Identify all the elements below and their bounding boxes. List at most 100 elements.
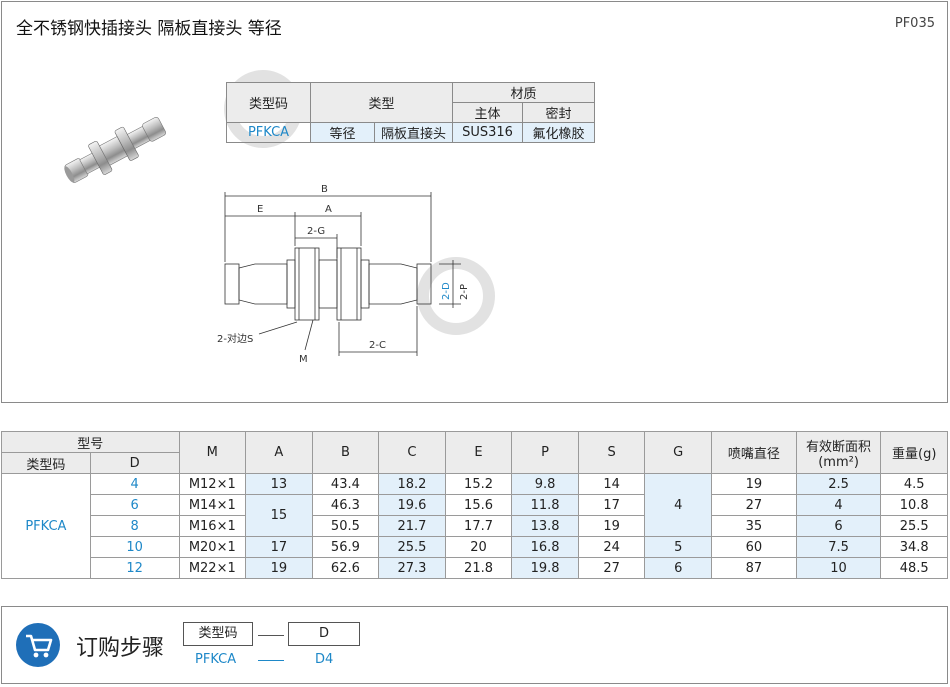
header-model: 型号	[1, 431, 180, 453]
header-area-unit: (mm²)	[818, 454, 859, 470]
spec-data-table: 型号 M A B C E P S G 喷嘴直径 有效断面积 (mm²) 重量(g…	[1, 431, 948, 579]
cell-nozzle: 60	[711, 536, 797, 558]
product-code: PF035	[894, 16, 935, 31]
dimension-drawing: B E A 2-G 2-C 2-对边S M 2-D 2-P	[217, 184, 470, 365]
cell-A: 15	[245, 494, 313, 537]
cell-area: 6	[795, 515, 882, 537]
cell-S: 17	[577, 494, 646, 516]
order-panel: 订购步骤 类型码 D PFKCA D4	[1, 606, 948, 684]
spec-header-body: 主体	[452, 102, 523, 123]
spec-header-typecode: 类型码	[226, 82, 311, 123]
header-S: S	[577, 431, 646, 474]
cell-C: 27.3	[378, 557, 446, 579]
cell-S: 19	[577, 515, 646, 537]
cell-A: 13	[245, 473, 313, 495]
cell-D: 6	[89, 494, 180, 516]
product-panel: 全不锈钢快插接头 隔板直接头 等径 PF035 类型码	[1, 1, 948, 403]
cell-area: 10	[795, 557, 882, 579]
cell-weight: 4.5	[880, 473, 948, 495]
order-box-D: D	[288, 622, 360, 646]
cell-P: 19.8	[511, 557, 579, 579]
spec-type2: 隔板直接头	[374, 122, 453, 143]
dim-B: B	[321, 184, 328, 195]
cell-C: 21.7	[378, 515, 446, 537]
dim-E: E	[257, 204, 263, 215]
header-G: G	[644, 431, 712, 474]
cell-P: 16.8	[511, 536, 579, 558]
cell-weight: 10.8	[880, 494, 948, 516]
spec-seal: 氟化橡胶	[522, 122, 595, 143]
cell-B: 46.3	[311, 494, 380, 516]
spec-type1: 等径	[310, 122, 375, 143]
cell-B: 50.5	[311, 515, 380, 537]
order-value-D: D4	[315, 652, 334, 667]
table-row: 8 M16×1 50.5 21.7 17.7 13.8 19 35 6 25.5	[2, 515, 948, 537]
cell-E: 17.7	[444, 515, 513, 537]
cell-A: 19	[245, 557, 313, 579]
cell-P: 11.8	[511, 494, 579, 516]
cell-E: 15.2	[444, 473, 513, 495]
cell-weight: 48.5	[880, 557, 948, 579]
cell-C: 19.6	[378, 494, 446, 516]
cell-D: 8	[89, 515, 180, 537]
spec-header-material: 材质	[452, 82, 595, 103]
dim-A: A	[325, 204, 332, 215]
spec-body: SUS316	[452, 122, 523, 143]
cell-C: 25.5	[378, 536, 446, 558]
cell-M: M22×1	[178, 557, 247, 579]
cell-E: 21.8	[444, 557, 513, 579]
cell-C: 18.2	[378, 473, 446, 495]
cell-weight: 34.8	[880, 536, 948, 558]
header-A: A	[245, 431, 313, 474]
cell-area: 2.5	[795, 473, 882, 495]
dim-M: M	[299, 354, 308, 365]
order-separator	[258, 660, 284, 661]
cell-G: 5	[644, 536, 712, 558]
cell-M: M12×1	[178, 473, 247, 495]
header-area: 有效断面积 (mm²)	[795, 431, 882, 474]
cell-S: 27	[577, 557, 646, 579]
dim-C: 2-C	[369, 340, 386, 351]
dim-G: 2-G	[307, 226, 325, 237]
cell-D: 10	[89, 536, 180, 558]
header-B: B	[311, 431, 380, 474]
dim-P: 2-P	[459, 284, 470, 300]
spec-header-type: 类型	[310, 82, 453, 123]
header-C: C	[378, 431, 446, 474]
table-row: 10 M20×1 17 56.9 25.5 20 16.8 24 5 60 7.…	[2, 536, 948, 558]
cell-M: M20×1	[178, 536, 247, 558]
header-E: E	[444, 431, 513, 474]
cell-G: 4	[644, 473, 712, 537]
cell-S: 24	[577, 536, 646, 558]
table-row: 12 M22×1 19 62.6 27.3 21.8 19.8 27 6 87 …	[2, 557, 948, 579]
order-separator	[258, 635, 284, 636]
header-area-label: 有效断面积	[806, 439, 872, 455]
order-title: 订购步骤	[76, 636, 165, 661]
cell-weight: 25.5	[880, 515, 948, 537]
cell-P: 9.8	[511, 473, 579, 495]
cell-D: 12	[89, 557, 180, 579]
cell-nozzle: 35	[711, 515, 797, 537]
cell-M: M14×1	[178, 494, 247, 516]
cell-B: 43.4	[311, 473, 380, 495]
header-D: D	[89, 452, 180, 474]
header-weight: 重量(g)	[880, 431, 948, 474]
cell-B: 62.6	[311, 557, 380, 579]
page-title: 全不锈钢快插接头 隔板直接头 等径	[16, 19, 282, 39]
header-nozzle: 喷嘴直径	[711, 431, 797, 474]
cell-D: 4	[89, 473, 180, 495]
product-image	[64, 116, 166, 183]
cell-S: 14	[577, 473, 646, 495]
cell-G: 6	[644, 557, 712, 579]
cart-icon	[16, 623, 60, 667]
dim-S: 2-对边S	[217, 332, 253, 345]
header-typecode: 类型码	[1, 452, 91, 474]
row-typecode: PFKCA	[1, 473, 91, 579]
cell-E: 15.6	[444, 494, 513, 516]
spec-table: 类型码 类型 材质 主体 密封 PFKCA 等径 隔板直接头 SUS316 氟化…	[226, 82, 595, 143]
table-row: 6 M14×1 15 46.3 19.6 15.6 11.8 17 27 4 1…	[2, 494, 948, 537]
cell-A: 17	[245, 536, 313, 558]
header-P: P	[511, 431, 579, 474]
cell-area: 7.5	[795, 536, 882, 558]
cell-B: 56.9	[311, 536, 380, 558]
